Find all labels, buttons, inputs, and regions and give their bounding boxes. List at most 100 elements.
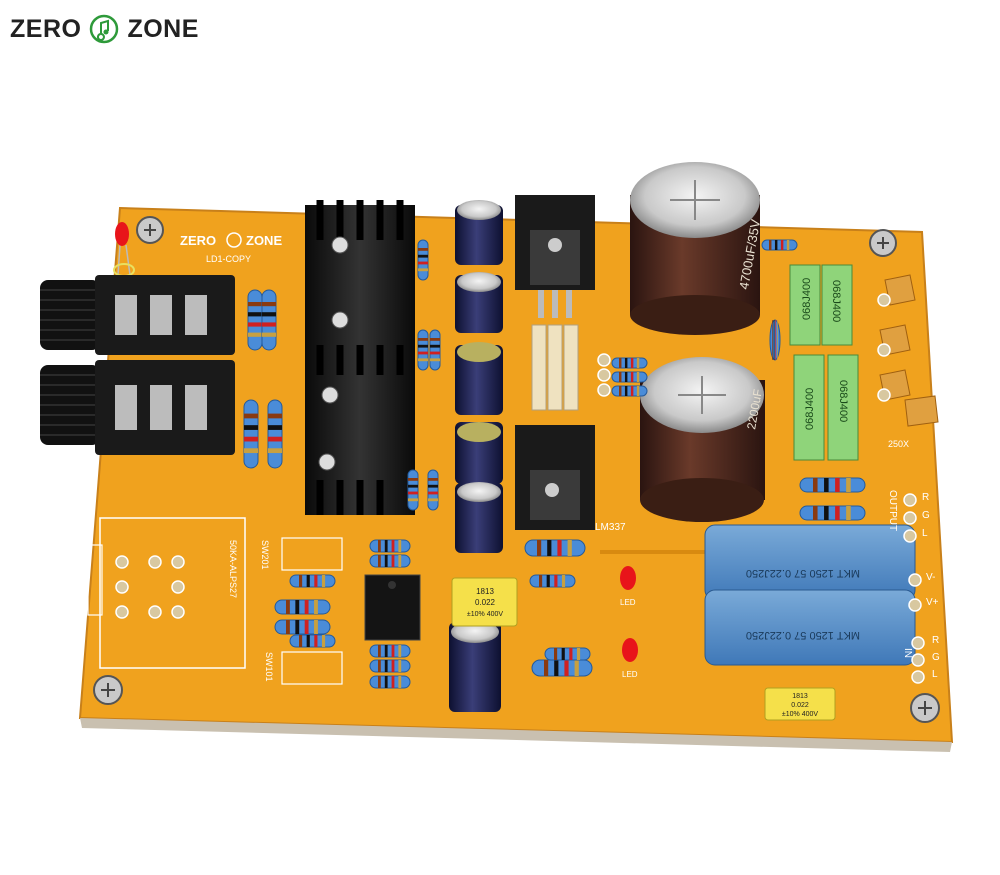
resistor (531, 659, 593, 677)
resistor (611, 385, 648, 397)
green-cap-4-label: 068J400 (837, 380, 849, 422)
solder-pad (148, 555, 162, 569)
blue-film-cap-b-label: MKT 1250 57 0.22J250 (746, 629, 860, 641)
solder-pad (903, 529, 917, 543)
solder-pad (148, 605, 162, 619)
yellow-cap-a-code: 1813 (476, 587, 494, 596)
solder-pad (597, 368, 611, 382)
heatsink-3 (305, 375, 415, 445)
yellow-cap-b-value: 0.022 (791, 702, 809, 709)
silk-input-pin-l: L (932, 669, 938, 680)
silk-led-1: LED (620, 598, 636, 607)
solder-pad (115, 580, 129, 594)
resistor (761, 239, 798, 251)
yellow-cap-b-code: 1813 (792, 693, 808, 700)
resistor (611, 357, 648, 369)
small-cap-4 (455, 422, 503, 484)
resistor (289, 574, 336, 588)
beige-components (531, 324, 579, 411)
heatsink-1 (305, 200, 415, 305)
resistor (247, 289, 263, 351)
resistor (369, 675, 411, 689)
solder-pad (903, 493, 917, 507)
small-cap-2 (455, 272, 503, 333)
resistor (243, 399, 259, 469)
yellow-film-caps: 1813 0.022 ±10% 400V 1813 0.022 ±10% 400… (451, 577, 836, 721)
yellow-cap-a: 1813 0.022 ±10% 400V (451, 577, 518, 627)
resistor (369, 659, 411, 673)
big-cap-mid-label: 2200uF (744, 388, 765, 431)
heatsinks (305, 200, 415, 515)
blue-film-cap-a: MKT 1250 57 0.22J250 (704, 524, 916, 601)
headphone-jacks (40, 275, 235, 455)
led-indicators-bottom: LED LED (620, 566, 638, 679)
solder-pad (171, 555, 185, 569)
small-electrolytic-caps (449, 200, 503, 712)
resistor (429, 329, 441, 371)
green-cap-2-label: 068J400 (830, 280, 842, 322)
solder-pad (115, 555, 129, 569)
resistor (799, 505, 866, 521)
resistor (289, 634, 336, 648)
silk-voltage-mark: 250X (888, 439, 909, 449)
solder-pad (911, 636, 925, 650)
silk-led-2: LED (622, 670, 638, 679)
brand-name-left: ZERO (10, 14, 82, 43)
resistor (274, 599, 331, 615)
resistor (261, 289, 277, 351)
small-cap-5 (455, 482, 503, 553)
brand-name-right: ZONE (127, 14, 199, 43)
resistor (274, 619, 331, 635)
resistor (407, 469, 419, 511)
resistor (427, 469, 439, 511)
yellow-cap-a-value: 0.022 (475, 598, 496, 607)
opamp-chip (364, 574, 421, 641)
brand-header: ZERO ZONE (10, 14, 199, 44)
solder-pad (115, 605, 129, 619)
solder-pad (908, 598, 922, 612)
silk-output: OUTPUT (887, 490, 898, 531)
spade-terminals: 250X (879, 274, 939, 449)
silk-output-pin-l: L (922, 528, 928, 539)
resistor (544, 647, 591, 661)
green-film-caps: 068J400 068J400 068J400 068J400 (789, 264, 859, 461)
solder-pad (597, 383, 611, 397)
silk-output-pin-r: R (922, 492, 929, 503)
yellow-cap-b: 1813 0.022 ±10% 400V (764, 687, 836, 721)
solder-pad (877, 388, 891, 402)
silk-switch-2: SW201 (260, 540, 270, 570)
blue-film-cap-a-label: MKT 1250 57 0.22J250 (746, 567, 860, 579)
solder-pad (171, 605, 185, 619)
mounting-screws (93, 216, 940, 723)
solder-pad (911, 670, 925, 684)
heatsink-4 (305, 435, 415, 515)
silk-regulator: LM337 (595, 522, 626, 533)
solder-pad (903, 511, 917, 525)
yellow-cap-a-rating: ±10% 400V (467, 611, 503, 618)
voltage-regulators: LM337 (515, 195, 626, 533)
resistor (611, 371, 648, 383)
silk-brand-left: ZERO (180, 233, 216, 248)
big-cap-mid: 2200uF (640, 357, 765, 522)
solder-pad (597, 353, 611, 367)
music-note-circle-icon (90, 14, 119, 44)
regulator-top (515, 195, 595, 318)
resistor (799, 477, 866, 493)
silk-power-pin-neg: V- (926, 572, 935, 583)
green-cap-3-label: 068J400 (804, 388, 816, 430)
resistor (529, 574, 576, 588)
green-cap-1-label: 068J400 (801, 278, 813, 320)
silk-input-pin-g: G (932, 652, 940, 663)
yellow-cap-b-rating: ±10% 400V (782, 711, 818, 718)
resistor (524, 539, 586, 557)
solder-pads (115, 293, 925, 684)
headphone-jack-upper (40, 275, 235, 355)
blue-film-cap-b: MKT 1250 57 0.22J250 (704, 589, 916, 666)
solder-pad (877, 343, 891, 357)
resistor (267, 399, 283, 469)
silk-switch-1: SW101 (264, 652, 274, 682)
silk-logo-icon (226, 232, 242, 248)
headphone-jack-lower (40, 360, 235, 455)
solder-pad (877, 293, 891, 307)
